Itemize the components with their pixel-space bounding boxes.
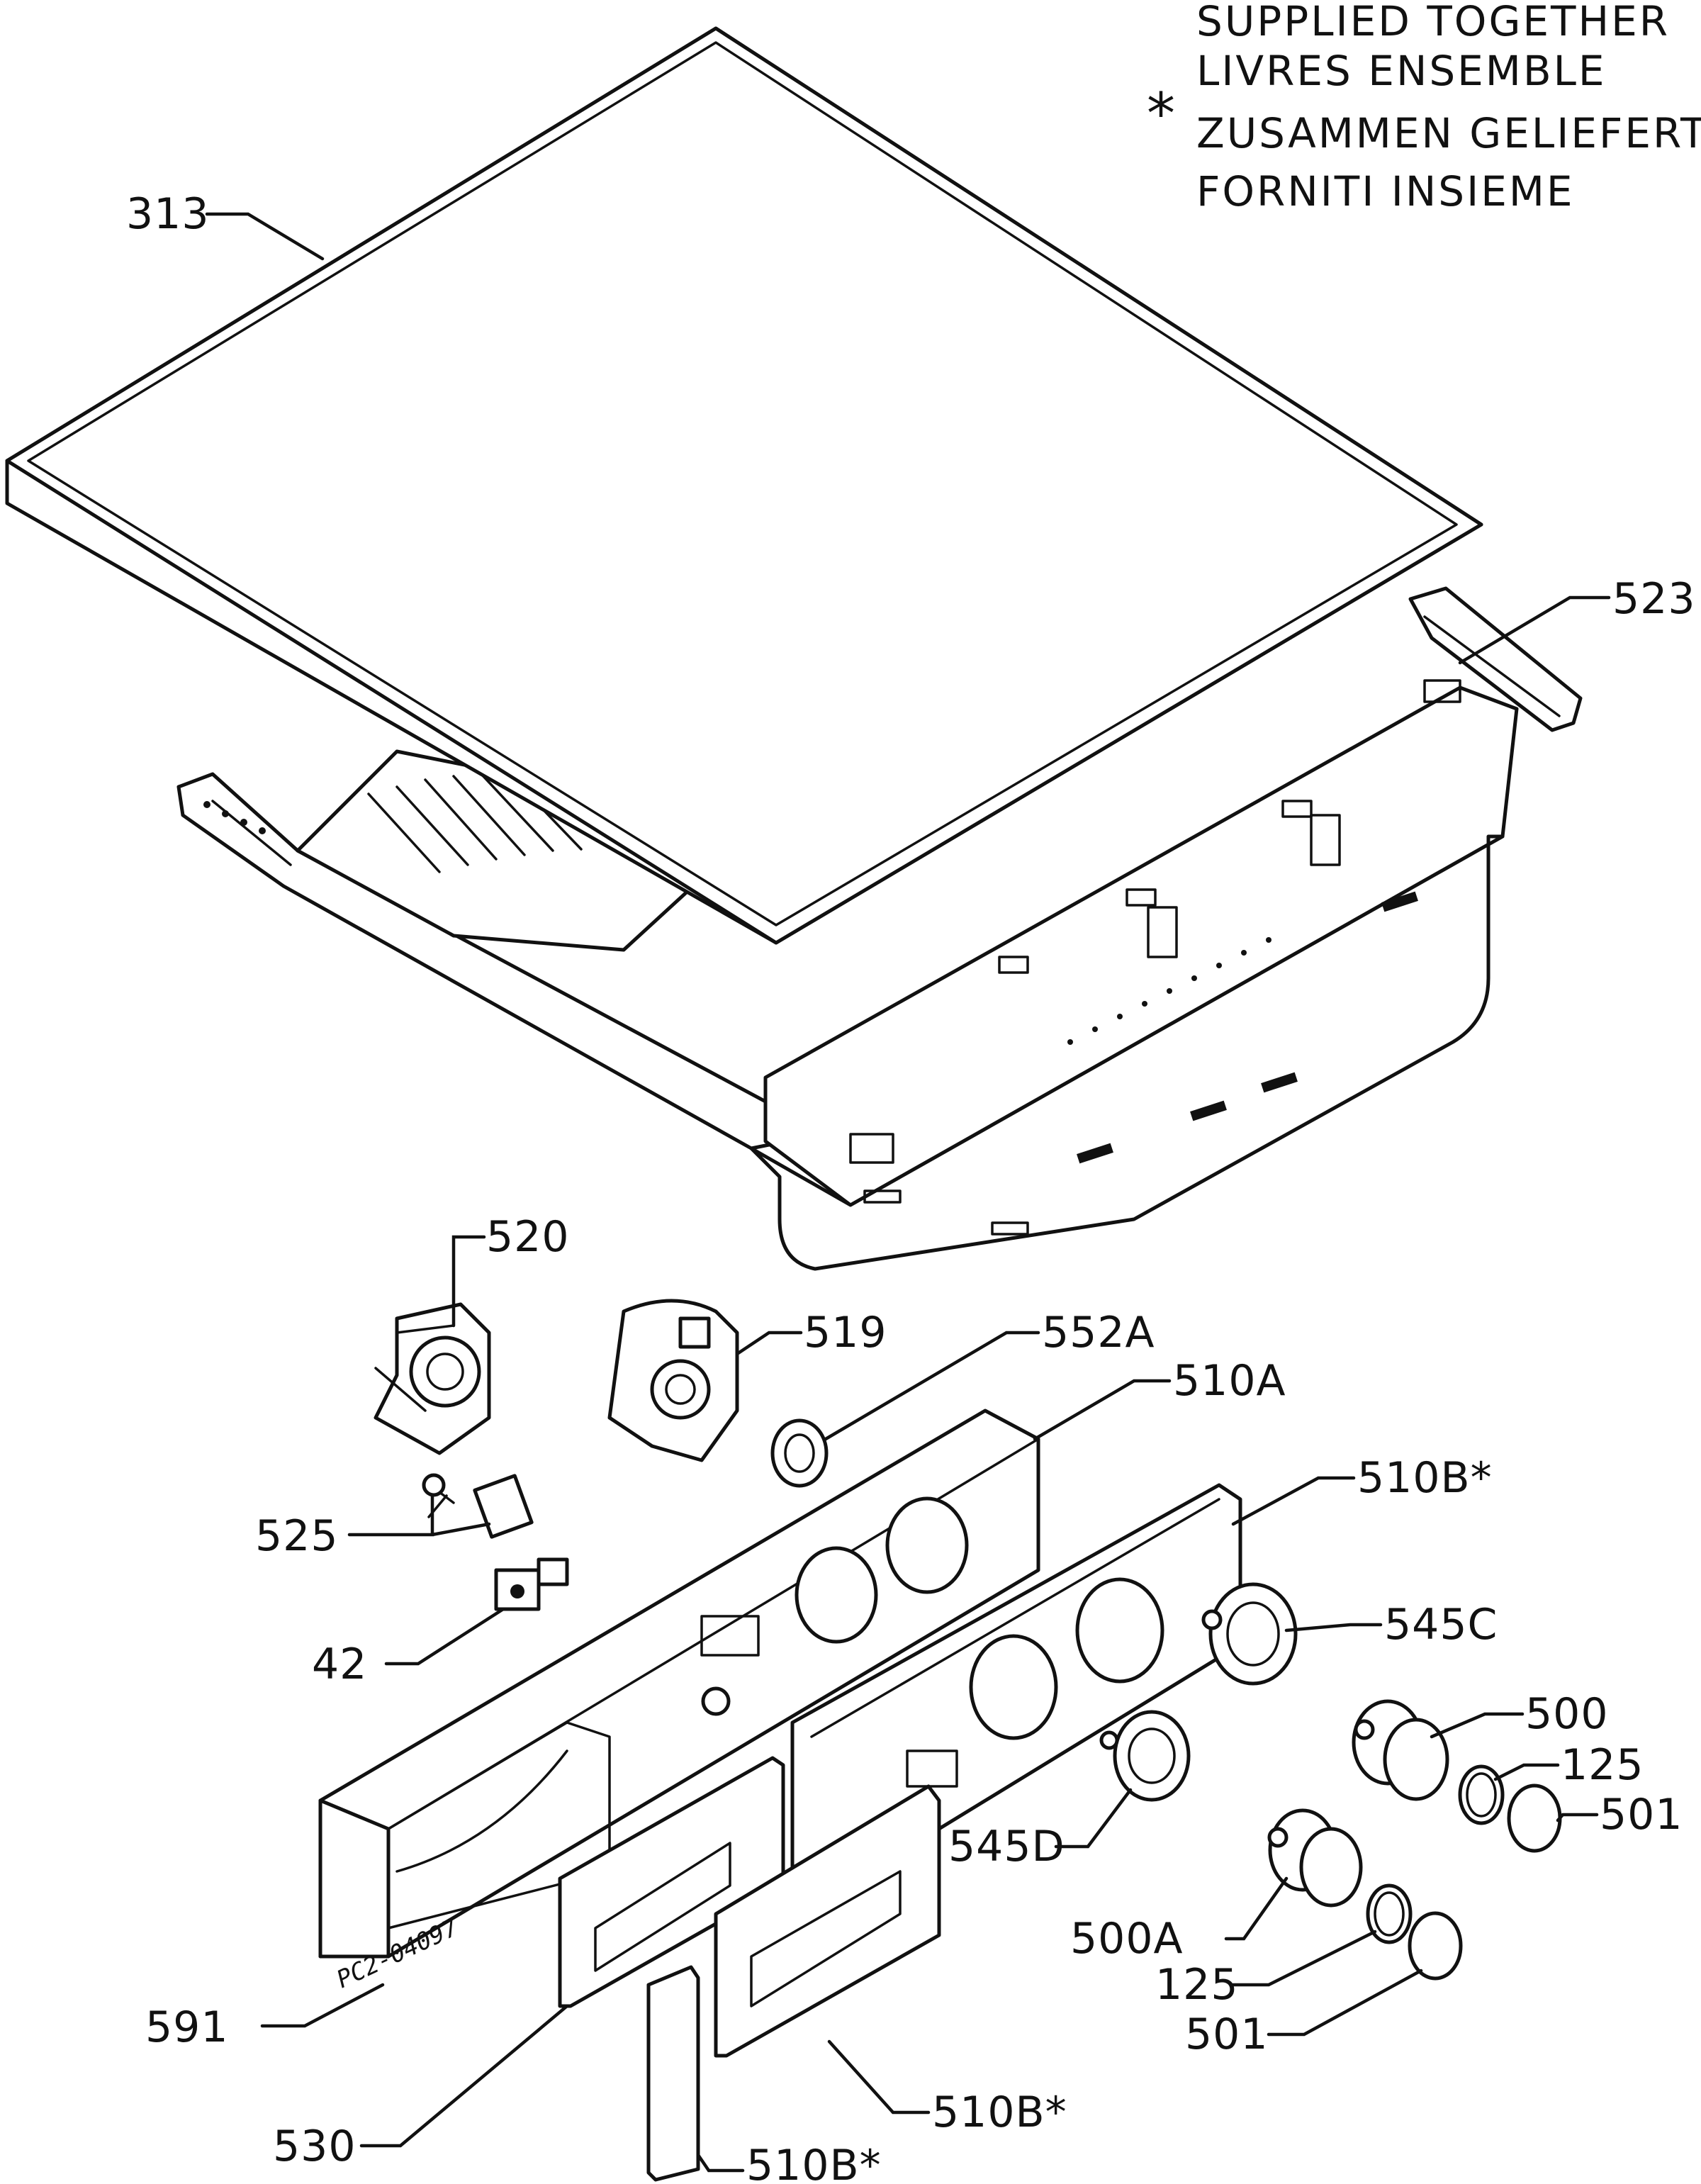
note-line-fr: LIVRES ENSEMBLE xyxy=(1196,47,1607,95)
label-591: 591 xyxy=(145,2003,229,2052)
part-552a-ring xyxy=(770,1418,829,1488)
label-500: 500 xyxy=(1525,1689,1609,1739)
label-501-upper: 501 xyxy=(1600,1790,1683,1839)
label-42: 42 xyxy=(312,1640,367,1689)
leader-552a xyxy=(824,1331,1040,1441)
part-500a-knob xyxy=(1267,1808,1363,1908)
label-525: 525 xyxy=(255,1511,339,1561)
part-501-cap-upper xyxy=(1507,1783,1562,1853)
leader-313 xyxy=(205,212,325,261)
label-510b-bottom: 510B* xyxy=(746,2141,882,2184)
leader-501-upper xyxy=(1556,1813,1599,1822)
leader-510a xyxy=(1033,1379,1172,1441)
leader-591 xyxy=(260,1983,385,2028)
part-510b-bottom-strip xyxy=(646,1965,700,2182)
label-523: 523 xyxy=(1612,574,1696,624)
leader-519 xyxy=(735,1331,803,1356)
label-501-lower: 501 xyxy=(1185,2010,1269,2059)
leader-525 xyxy=(347,1494,491,1537)
part-42-terminal xyxy=(494,1557,569,1611)
label-510b-lower: 510B* xyxy=(932,2088,1067,2137)
label-500a: 500A xyxy=(1070,1914,1184,1964)
label-125-lower: 125 xyxy=(1155,1960,1239,2010)
part-523-frame xyxy=(176,586,1583,1271)
label-519: 519 xyxy=(804,1308,887,1357)
leader-510b-lower xyxy=(827,2039,931,2115)
leader-501-lower xyxy=(1267,1969,1423,2037)
note-line-it: FORNITI INSIEME xyxy=(1196,167,1575,215)
label-510a: 510A xyxy=(1173,1356,1286,1406)
callout-labels: 313 523 520 519 552A 510A 510B* 525 42 5… xyxy=(126,189,1696,2184)
leader-520 xyxy=(451,1235,486,1328)
part-545d-flange xyxy=(1099,1710,1191,1802)
label-520: 520 xyxy=(486,1212,570,1262)
part-545c-flange xyxy=(1201,1582,1298,1686)
part-520-switch xyxy=(374,1302,491,1455)
label-545d: 545D xyxy=(948,1822,1065,1871)
label-552a: 552A xyxy=(1042,1308,1155,1357)
leader-lines xyxy=(205,212,1611,2173)
part-313-top-lid xyxy=(5,26,1483,945)
note-line-de: ZUSAMMEN GELIEFERT xyxy=(1196,109,1701,157)
label-125-upper: 125 xyxy=(1561,1740,1644,1790)
part-525-lamp xyxy=(422,1473,534,1539)
part-519-switch xyxy=(607,1299,739,1462)
leader-545c xyxy=(1284,1623,1383,1633)
label-530: 530 xyxy=(273,2122,357,2171)
note-line-en: SUPPLIED TOGETHER xyxy=(1196,0,1670,45)
leader-545d xyxy=(1054,1788,1133,1849)
leader-510b-upper xyxy=(1231,1476,1356,1526)
leader-510b-bottom xyxy=(696,2153,745,2173)
leader-125-upper xyxy=(1493,1763,1560,1781)
part-125-ring-lower xyxy=(1366,1883,1413,1944)
label-510b-upper: 510B* xyxy=(1357,1453,1493,1503)
leader-523 xyxy=(1458,595,1611,665)
supplied-together-note: SUPPLIED TOGETHER LIVRES ENSEMBLE ZUSAMM… xyxy=(1147,0,1701,215)
part-125-ring-upper xyxy=(1458,1764,1505,1825)
leader-500a xyxy=(1224,1876,1289,1941)
note-asterisk: * xyxy=(1147,81,1175,147)
part-501-cap-lower xyxy=(1408,1911,1463,1981)
label-545c: 545C xyxy=(1384,1600,1498,1650)
part-510b-lower-frame xyxy=(714,1784,941,2058)
leader-500 xyxy=(1430,1712,1525,1739)
leader-42 xyxy=(384,1607,505,1666)
leader-125-lower xyxy=(1231,1930,1377,1987)
leader-530 xyxy=(359,2004,569,2148)
label-313: 313 xyxy=(126,189,210,239)
part-500-knob xyxy=(1352,1699,1449,1801)
